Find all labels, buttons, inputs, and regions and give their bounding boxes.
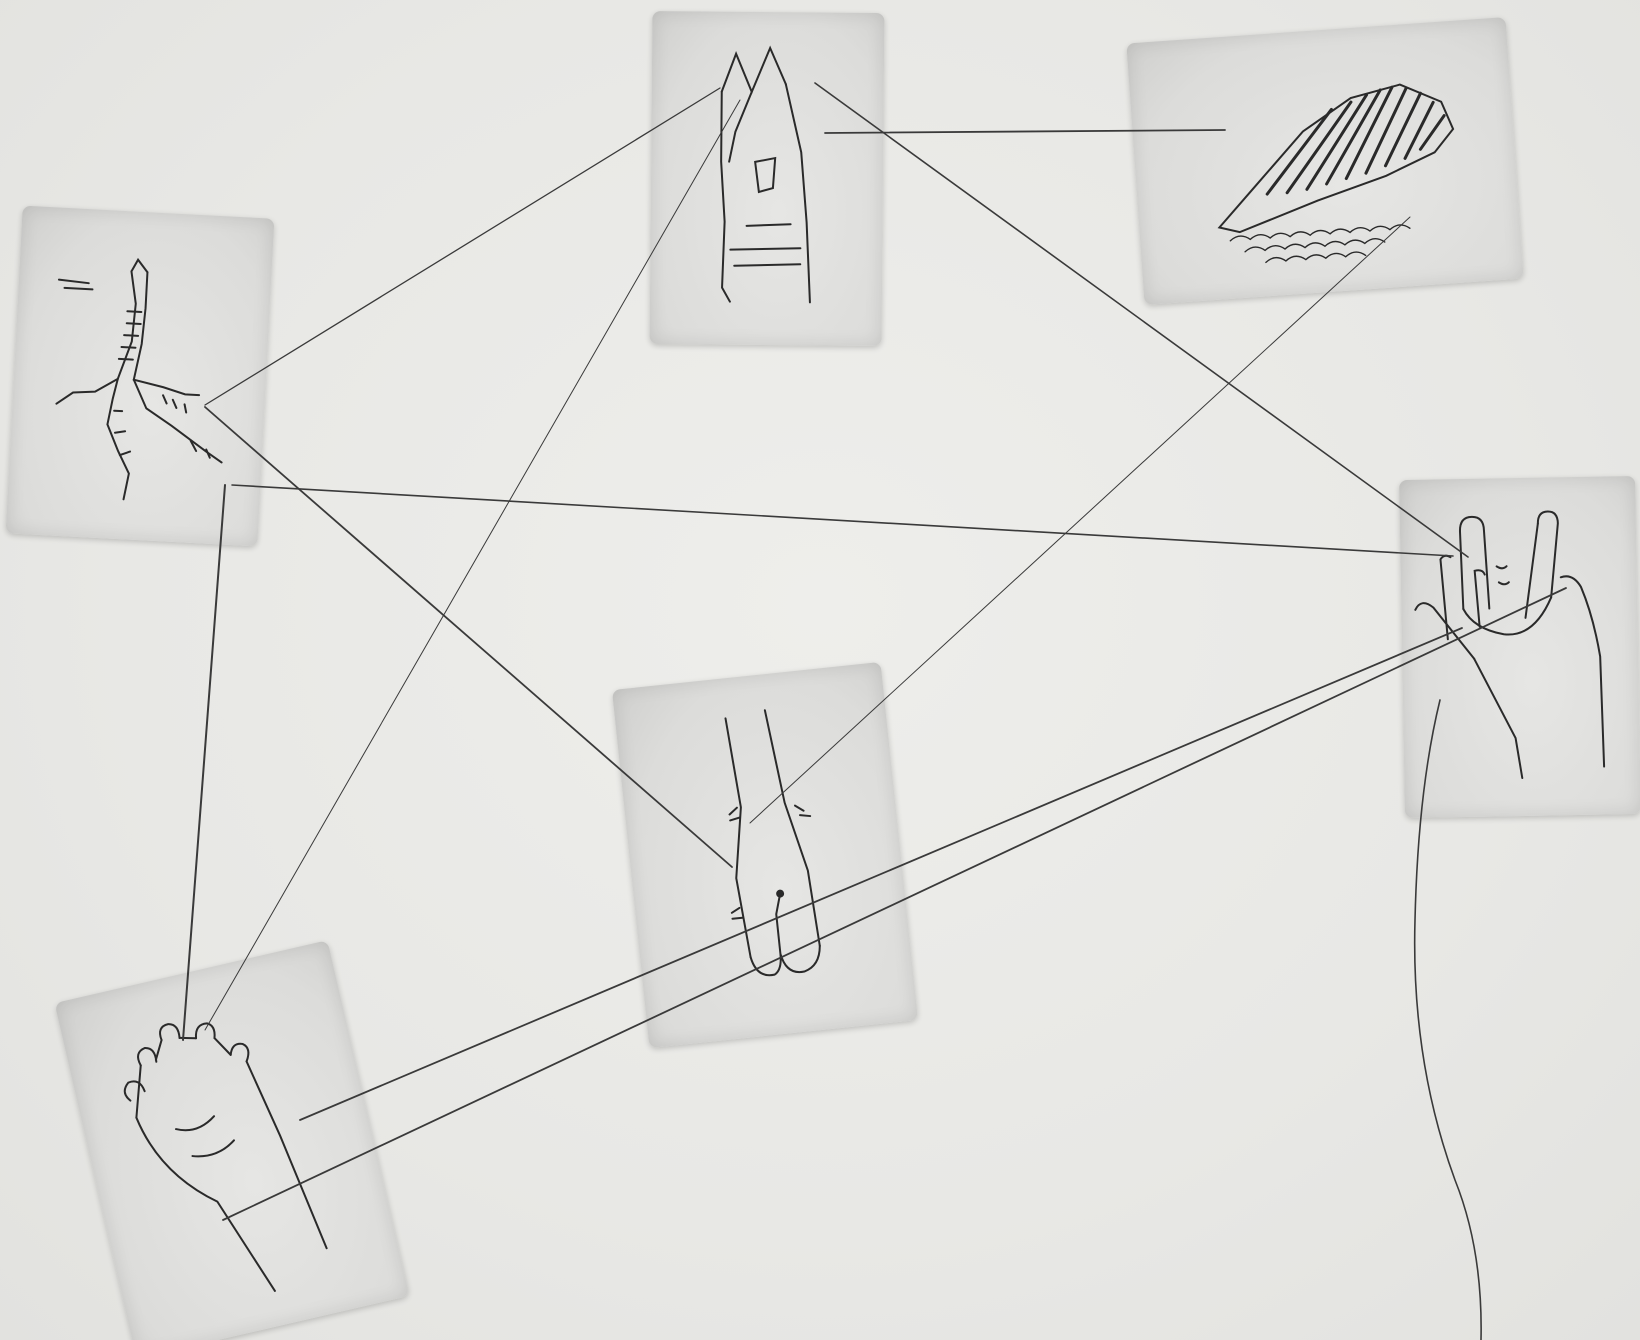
card-human-hand[interactable] xyxy=(1399,476,1640,818)
card-bird-wing[interactable] xyxy=(1126,17,1523,305)
card-animal-paw[interactable] xyxy=(55,940,410,1340)
human-hand-icon xyxy=(1399,476,1640,818)
bird-wing-icon xyxy=(1126,17,1523,305)
hoof-icon xyxy=(612,662,918,1048)
tooth-icon xyxy=(650,11,885,346)
card-tooth[interactable] xyxy=(650,11,885,346)
string-claw-paw xyxy=(183,485,225,1040)
string-claw-hand xyxy=(232,485,1453,556)
animal-paw-icon xyxy=(55,940,410,1340)
card-bird-claw[interactable] xyxy=(6,206,275,547)
string-claw-tooth xyxy=(205,88,720,405)
bird-claw-icon xyxy=(6,206,275,547)
card-hoof[interactable] xyxy=(612,662,918,1048)
